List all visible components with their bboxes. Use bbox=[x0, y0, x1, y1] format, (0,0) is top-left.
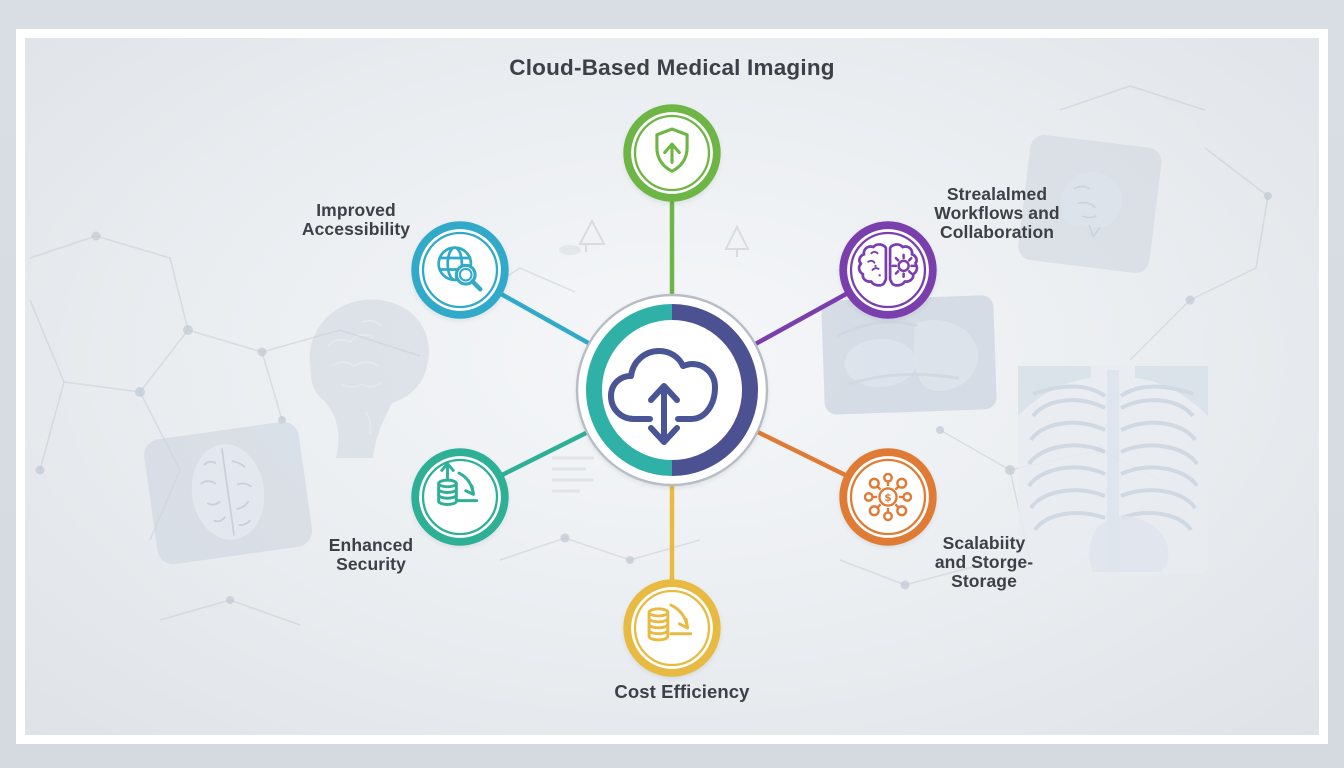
faint-text-lines bbox=[552, 456, 594, 493]
brain-gear-icon bbox=[857, 243, 919, 287]
label-scalability-storage: Scalabiity and Storge- Storage bbox=[934, 533, 1034, 591]
ring-left-teal bbox=[586, 304, 673, 476]
label-enhanced-security: Enhanced Security bbox=[328, 535, 414, 574]
arrow-triangle-outlines bbox=[559, 218, 750, 257]
svg-text:$: $ bbox=[884, 492, 891, 504]
axial-brain-scan-tile bbox=[144, 421, 313, 565]
center-hub-node bbox=[572, 290, 772, 495]
outer-gray-ring bbox=[575, 293, 769, 487]
globe-search-icon bbox=[437, 246, 483, 292]
brain-outline-tile bbox=[1018, 135, 1162, 273]
ring-right-indigo bbox=[671, 304, 758, 476]
label-streamlined-workflows: Strealalmed Workflows and Collaboration bbox=[934, 184, 1060, 242]
sagittal-brain-mri bbox=[309, 299, 429, 458]
coins-trend-icon bbox=[437, 462, 479, 506]
node-scalability-storage: $ bbox=[838, 447, 938, 552]
chest-xray-film bbox=[1018, 366, 1208, 574]
page-title: Cloud-Based Medical Imaging bbox=[509, 55, 835, 80]
node-data-protection bbox=[622, 103, 722, 208]
node-cost-efficiency bbox=[622, 578, 722, 683]
coins-decrease-icon bbox=[647, 603, 693, 642]
shoulder-xray-tile bbox=[821, 295, 997, 415]
cloud-upload-download-icon bbox=[608, 348, 718, 445]
shield-up-arrow-icon bbox=[655, 127, 689, 173]
label-cost-efficiency: Cost Efficiency bbox=[614, 681, 750, 702]
network-dots bbox=[35, 192, 1272, 604]
node-streamlined-workflows bbox=[838, 220, 938, 325]
node-improved-accessibility bbox=[410, 220, 510, 325]
node-enhanced-security bbox=[410, 447, 510, 552]
label-improved-accessibility: Improved Accessibility bbox=[301, 200, 411, 239]
network-dollar-icon: $ bbox=[863, 472, 913, 522]
